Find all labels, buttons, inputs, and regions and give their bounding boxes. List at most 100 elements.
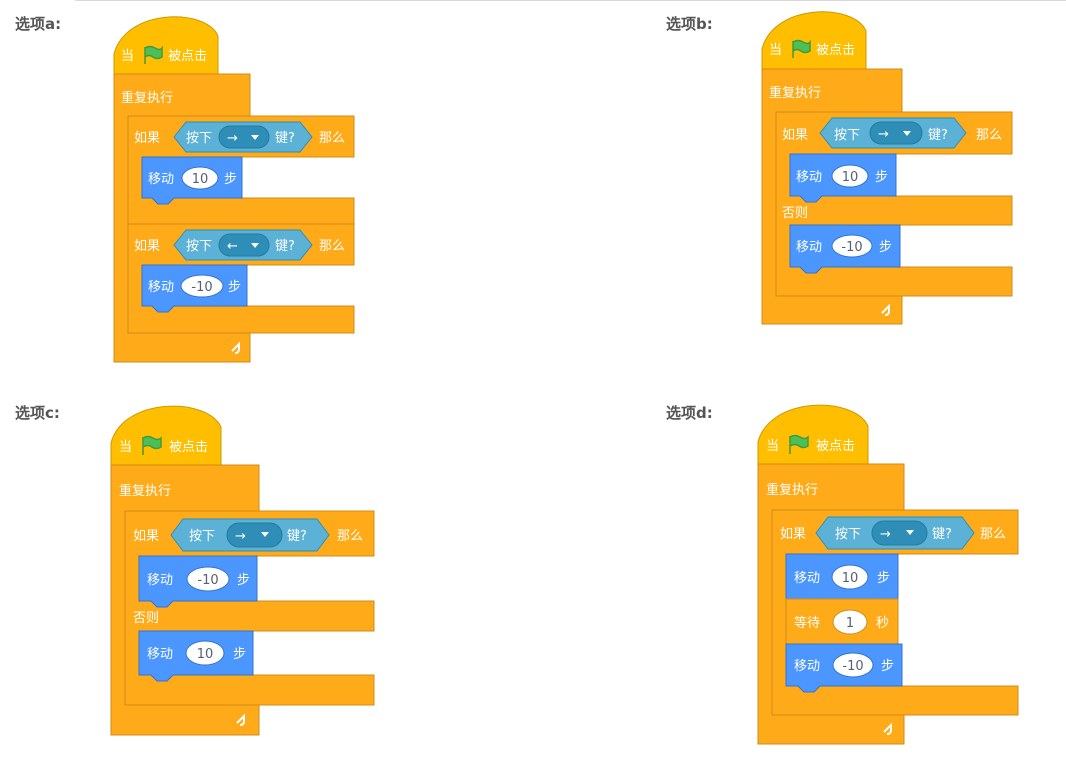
when-label: 当 (121, 49, 134, 64)
key-value: → (227, 131, 238, 146)
if-label: 如果 (133, 528, 159, 544)
steps-label: 步 (875, 170, 888, 185)
loop-arrow-icon (883, 722, 892, 735)
when-flag-clicked-block[interactable]: 当 被点击 (113, 16, 219, 75)
move-value: 10 (197, 647, 214, 662)
script-option-c: 当 被点击 重复执行 如果 按下 → 键? 那么 移动 -10 步 否则 移动 (110, 405, 411, 765)
loop-arrow-icon (236, 713, 245, 726)
move-value: 10 (842, 170, 859, 185)
dropdown-arrow-icon (261, 532, 269, 537)
key-dropdown (218, 233, 270, 257)
move-value: 10 (192, 172, 209, 187)
key-suffix: 键? (275, 131, 295, 146)
move-value: -10 (842, 659, 863, 674)
if-else-block (775, 111, 1013, 297)
green-flag-icon (144, 45, 163, 64)
seconds-label: 秒 (876, 616, 889, 631)
clicked-label: 被点击 (816, 43, 855, 58)
move-block[interactable]: 移动 -10 步 (138, 555, 258, 608)
steps-label: 步 (233, 647, 246, 662)
then-label: 那么 (976, 128, 1002, 143)
script-option-a: 当 被点击 重复执行 如果 按下 → 键? 那么 移动 10 步 如果 (113, 16, 414, 376)
top-divider (75, 0, 1066, 1)
if-else-block (124, 510, 375, 706)
wait-value: 1 (846, 616, 854, 631)
move-block[interactable]: 移动 10 步 (785, 553, 899, 606)
green-flag-icon (789, 434, 809, 454)
script-option-b: 当 被点击 重复执行 如果 按下 → 键? 那么 移动 10 步 否则 移 (761, 11, 1062, 371)
move-label: 移动 (147, 573, 173, 588)
move-input (185, 640, 225, 666)
move-block[interactable]: 移动 10 步 (138, 630, 254, 682)
move-label: 移动 (794, 659, 820, 674)
move-input (181, 166, 219, 190)
loop-arrow-icon (231, 341, 240, 354)
if-label: 如果 (782, 127, 808, 143)
move-input (180, 274, 224, 298)
if-label: 如果 (134, 130, 160, 146)
then-label: 那么 (319, 131, 345, 146)
then-label: 那么 (319, 239, 345, 254)
forever-label: 重复执行 (121, 90, 173, 106)
dropdown-arrow-icon (906, 530, 914, 535)
move-block[interactable]: 移动 -10 步 (789, 224, 901, 274)
forever-label: 重复执行 (766, 482, 818, 498)
steps-label: 步 (879, 240, 892, 255)
dropdown-arrow-icon (251, 243, 259, 248)
move-value: -10 (197, 573, 218, 588)
green-flag-icon (792, 39, 811, 58)
move-block[interactable]: 移动 -10 步 (141, 264, 248, 313)
steps-label: 步 (224, 172, 237, 187)
key-pressed-condition[interactable]: 按下 → 键? (173, 121, 313, 153)
key-pressed-condition[interactable]: 按下 → 键? (170, 518, 330, 552)
option-a-label: 选项a: (15, 15, 62, 33)
key-value: → (880, 527, 891, 542)
move-block[interactable]: 移动 10 步 (141, 156, 243, 205)
move-value: 10 (842, 571, 859, 586)
key-dropdown (226, 522, 283, 548)
steps-label: 步 (228, 280, 241, 295)
clicked-label: 被点击 (169, 440, 208, 455)
key-value: ← (227, 239, 238, 254)
wait-block[interactable]: 等待 1 秒 (785, 598, 899, 651)
key-dropdown (871, 520, 928, 546)
move-label: 移动 (796, 170, 822, 185)
green-flag-icon (142, 435, 162, 455)
if-label: 如果 (134, 238, 160, 254)
move-block[interactable]: 移动 -10 步 (785, 643, 903, 693)
wait-input (832, 609, 868, 635)
move-input (831, 564, 869, 590)
if-label: 如果 (780, 526, 806, 542)
when-flag-clicked-block[interactable]: 当 被点击 (761, 11, 867, 70)
option-b-label: 选项b: (666, 15, 713, 33)
when-label: 当 (766, 439, 779, 454)
clicked-label: 被点击 (816, 439, 855, 454)
move-value: -10 (191, 280, 212, 295)
forever-label: 重复执行 (769, 85, 821, 101)
key-pressed-condition[interactable]: 按下 → 键? (815, 516, 975, 550)
option-d-label: 选项d: (666, 404, 713, 422)
wait-label: 等待 (794, 615, 820, 631)
move-label: 移动 (147, 647, 173, 662)
option-c-label: 选项c: (15, 404, 60, 422)
loop-arrow-icon (881, 303, 890, 316)
then-label: 那么 (337, 529, 363, 544)
key-value: → (235, 529, 246, 544)
when-flag-clicked-block[interactable]: 当 被点击 (757, 404, 869, 465)
key-dropdown (869, 121, 923, 145)
key-value: → (878, 127, 889, 142)
move-block[interactable]: 移动 10 步 (789, 153, 897, 203)
steps-label: 步 (877, 571, 890, 586)
dropdown-arrow-icon (251, 135, 259, 140)
move-label: 移动 (148, 280, 174, 295)
key-suffix: 键? (928, 128, 948, 143)
when-flag-clicked-block[interactable]: 当 被点击 (110, 405, 222, 466)
key-pressed-condition[interactable]: 按下 ← 键? (173, 229, 313, 261)
when-label: 当 (769, 43, 782, 58)
when-label: 当 (119, 440, 132, 455)
script-option-d: 当 被点击 重复执行 如果 按下 → 键? 那么 移动 10 步 等待 (757, 404, 1058, 764)
else-label: 否则 (782, 206, 808, 221)
key-pressed-condition[interactable]: 按下 → 键? (819, 117, 967, 149)
move-input (832, 652, 874, 678)
move-value: -10 (841, 240, 862, 255)
